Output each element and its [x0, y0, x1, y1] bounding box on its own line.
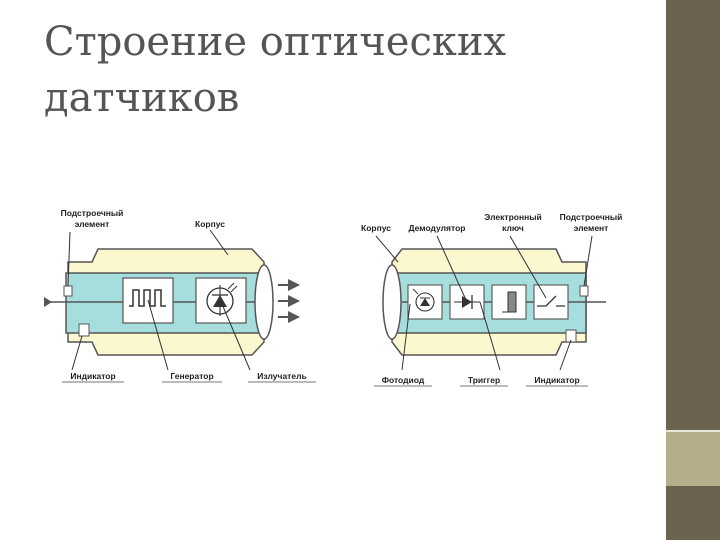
label-trigger: Триггер	[468, 375, 500, 385]
label-generator: Генератор	[170, 371, 213, 381]
label-housing: Корпус	[195, 219, 225, 229]
emitter-tuning-element	[63, 285, 73, 297]
label-electronic-switch-line1: Электронный	[484, 212, 541, 222]
photodiode-icon	[420, 298, 430, 306]
label-receiver-tuning-line1: Подстроечный	[560, 212, 623, 222]
emitter-lens	[254, 264, 274, 340]
receiver-tuning-element	[579, 285, 589, 297]
label-emitter: Излучатель	[257, 371, 306, 381]
emitter-indicator-led	[78, 323, 90, 337]
receiver-lens	[382, 264, 402, 340]
receiver-sensor-diagram: Корпус Демодулятор Электронный ключ Подс…	[361, 212, 623, 387]
emitter-sensor-diagram: Подстроечный элемент Корпус Индикатор Ге…	[44, 208, 316, 383]
label-receiver-housing: Корпус	[361, 223, 391, 233]
light-output-arrows	[278, 279, 300, 323]
label-photodiode: Фотодиод	[382, 375, 425, 385]
receiver-indicator-led	[565, 329, 577, 343]
pulse-train-icon	[129, 289, 166, 307]
sidebar-accent-block	[666, 432, 720, 486]
sidebar-divider	[666, 430, 720, 432]
label-electronic-switch-line2: ключ	[502, 223, 524, 233]
label-indicator: Индикатор	[70, 371, 115, 381]
diode-icon	[462, 296, 472, 308]
label-receiver-tuning-line2: элемент	[574, 223, 609, 233]
switch-block	[533, 284, 569, 320]
slide-title: Строение оптических датчиков	[44, 19, 507, 121]
label-receiver-indicator: Индикатор	[534, 375, 579, 385]
label-demodulator: Демодулятор	[409, 223, 466, 233]
switch-icon	[537, 295, 565, 307]
label-tuning-element-line2: элемент	[75, 219, 110, 229]
label-tuning-element-line1: Подстроечный	[61, 208, 124, 218]
trigger-icon	[502, 291, 517, 313]
